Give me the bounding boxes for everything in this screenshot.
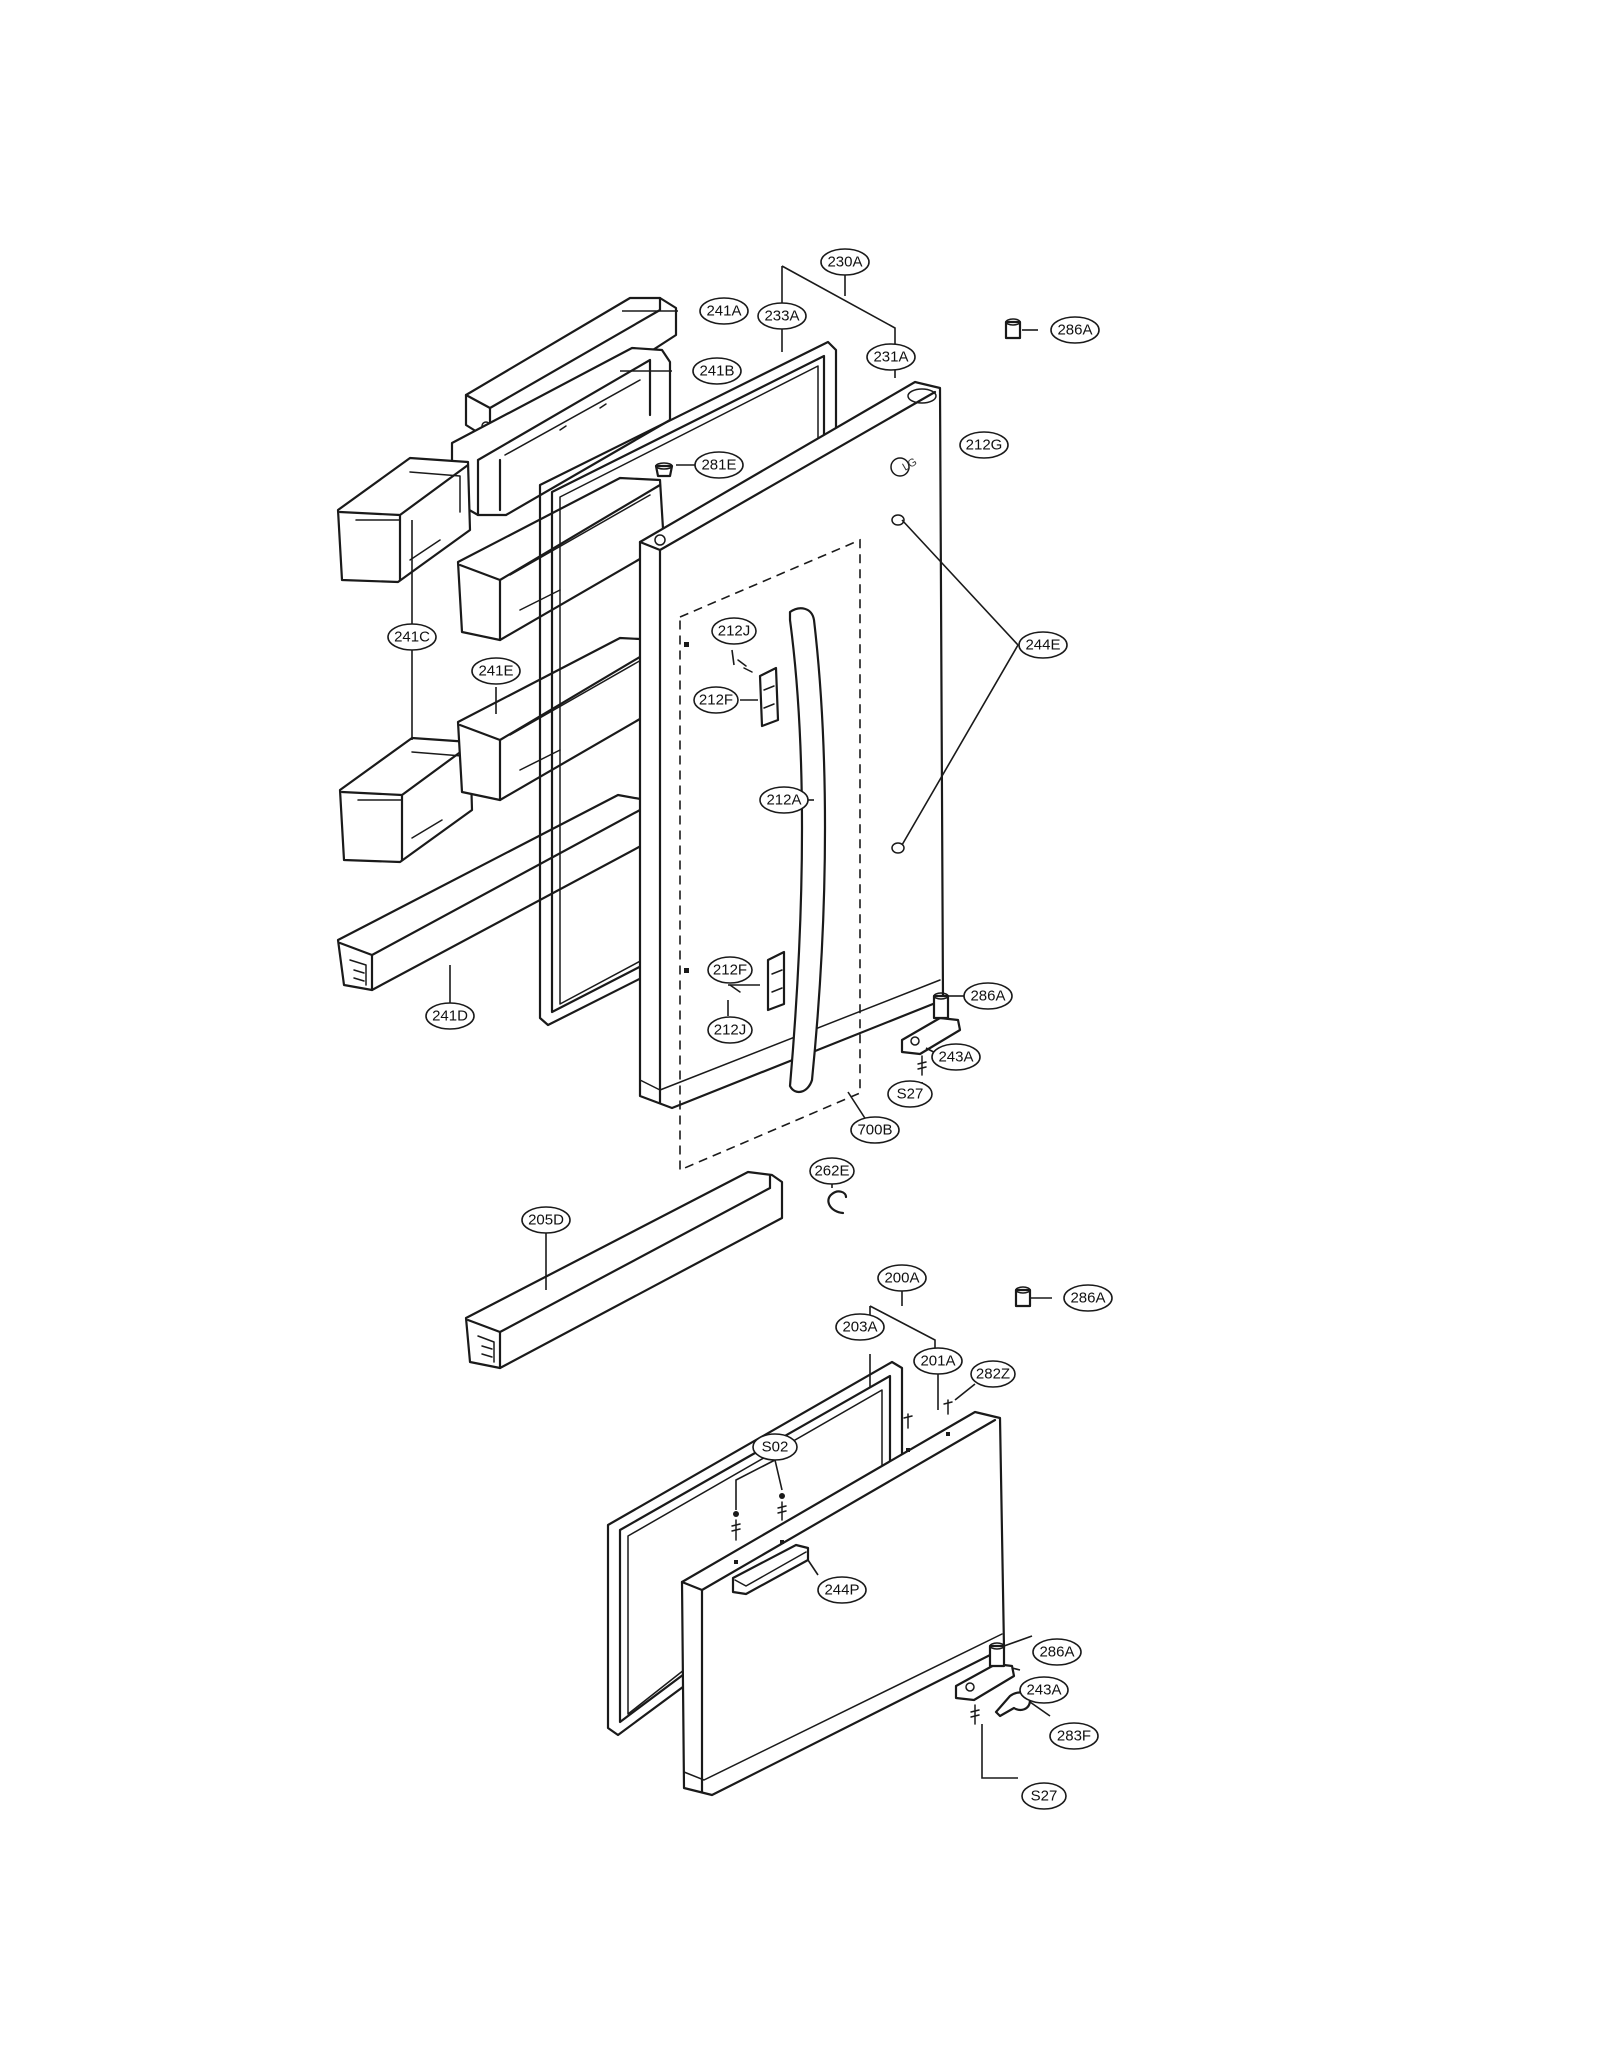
callout-S02: S02 — [752, 1433, 798, 1461]
callout-212J-top: 212J — [711, 617, 757, 645]
callout-label: 201A — [920, 1353, 955, 1370]
callout-233A: 233A — [757, 302, 807, 330]
callout-212F-top: 212F — [693, 686, 739, 714]
callout-212J-bottom: 212J — [707, 1016, 753, 1044]
callout-203A: 203A — [835, 1313, 885, 1341]
callout-282Z: 282Z — [970, 1360, 1016, 1388]
callout-243A-lower: 243A — [1019, 1676, 1069, 1704]
part-212F-handle-bracket-lower — [766, 950, 786, 1012]
callout-283F: 283F — [1049, 1722, 1099, 1750]
callout-231A: 231A — [866, 343, 916, 371]
part-262E-e-clip — [827, 1190, 848, 1215]
callout-212G: 212G — [959, 431, 1009, 459]
part-286A-cap-top — [1004, 318, 1022, 340]
part-S02-screws — [731, 1493, 787, 1564]
part-212J-screw-upper — [684, 642, 753, 673]
callout-label: 203A — [842, 1319, 877, 1336]
callout-label: 212F — [713, 962, 747, 979]
callout-244P: 244P — [817, 1576, 867, 1604]
callout-label: 286A — [1039, 1644, 1074, 1661]
callout-286A-top: 286A — [1050, 316, 1100, 344]
callout-label: 241D — [432, 1008, 468, 1025]
callout-label: 241E — [478, 663, 513, 680]
callout-label: 244P — [824, 1582, 859, 1599]
part-243A-hinge-upper — [900, 992, 962, 1076]
callout-241C: 241C — [387, 623, 437, 651]
callout-label: 241A — [706, 303, 741, 320]
callout-label: 283F — [1057, 1728, 1091, 1745]
callout-label: 212J — [714, 1022, 747, 1039]
callout-S27-lower: S27 — [1021, 1782, 1067, 1810]
part-282Z-screws — [903, 1399, 953, 1452]
callout-label: 233A — [764, 308, 799, 325]
callout-label: 243A — [1026, 1682, 1061, 1699]
callout-label: 241C — [394, 629, 430, 646]
callout-label: 262E — [814, 1163, 849, 1180]
callout-243A-upper: 243A — [931, 1043, 981, 1071]
callout-286A-mid: 286A — [1063, 1284, 1113, 1312]
part-700B-door-foam-outline — [679, 538, 861, 1172]
callout-label: 212J — [718, 623, 751, 640]
callout-label: 212G — [966, 437, 1003, 454]
part-243A-hinge-lower — [954, 1642, 1032, 1725]
callout-label: 244E — [1025, 637, 1060, 654]
callout-262E: 262E — [809, 1157, 855, 1185]
leader-lines — [411, 264, 1052, 1779]
part-231A-refrigerator-door: LG — [638, 380, 945, 1110]
callout-212A: 212A — [759, 786, 809, 814]
callout-label: 231A — [873, 349, 908, 366]
callout-S27-upper: S27 — [887, 1080, 933, 1108]
callout-label: 282Z — [976, 1366, 1010, 1383]
callout-281E: 281E — [694, 451, 744, 479]
callout-244E: 244E — [1018, 631, 1068, 659]
callout-241E: 241E — [471, 657, 521, 685]
callout-212F-bottom: 212F — [707, 956, 753, 984]
callout-label: 205D — [528, 1212, 564, 1229]
part-286A-cap-mid — [1014, 1286, 1032, 1308]
callout-label: S27 — [897, 1086, 924, 1103]
callout-label: 286A — [1070, 1290, 1105, 1307]
callout-label: 241B — [699, 363, 734, 380]
callout-286A-hinge-upper: 286A — [963, 982, 1013, 1010]
callout-241B: 241B — [692, 357, 742, 385]
part-281E-plug — [654, 462, 674, 478]
callout-label: 286A — [970, 988, 1005, 1005]
callout-label: 286A — [1057, 322, 1092, 339]
callout-201A: 201A — [913, 1347, 963, 1375]
part-241C-small-bin-upper — [336, 456, 472, 584]
callout-label: 212A — [766, 792, 801, 809]
callout-205D: 205D — [521, 1206, 571, 1234]
callout-label: 243A — [938, 1049, 973, 1066]
part-241C-small-bin-lower — [338, 736, 474, 864]
callout-286A-bottom: 286A — [1032, 1638, 1082, 1666]
callout-label: S27 — [1031, 1788, 1058, 1805]
part-205D-long-bin — [464, 1170, 784, 1370]
callout-241D: 241D — [425, 1002, 475, 1030]
callout-label: 700B — [857, 1122, 892, 1139]
part-212F-handle-bracket-upper — [758, 666, 780, 728]
callout-241A: 241A — [699, 297, 749, 325]
callout-label: 212F — [699, 692, 733, 709]
callout-label: 230A — [827, 254, 862, 271]
callout-label: 281E — [701, 457, 736, 474]
callout-200A: 200A — [877, 1264, 927, 1292]
callout-label: S02 — [762, 1439, 789, 1456]
callout-label: 200A — [884, 1270, 919, 1287]
part-212J-screw-lower — [684, 968, 741, 993]
callout-700B: 700B — [850, 1116, 900, 1144]
callout-230A: 230A — [820, 248, 870, 276]
